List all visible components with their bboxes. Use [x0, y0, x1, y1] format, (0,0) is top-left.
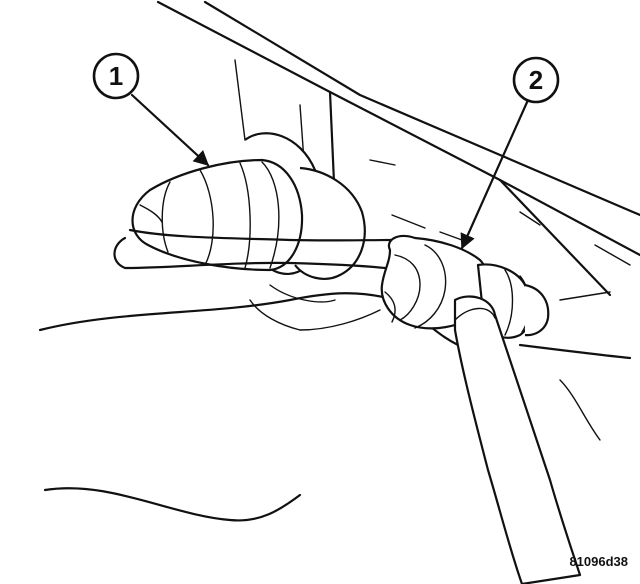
callout-1: 1 — [92, 52, 210, 167]
callout-1-circle — [92, 52, 140, 100]
callout-2: 2 — [460, 56, 560, 250]
callout-2-label: 2 — [529, 65, 543, 95]
wire-harness — [113, 228, 394, 270]
callout-1-label: 1 — [109, 61, 123, 91]
callout-2-circle — [512, 56, 560, 104]
figure-code: 81096d38 — [569, 554, 628, 569]
callout-1-leader — [130, 93, 210, 167]
callout-2-leader — [460, 98, 530, 250]
body-panel — [156, 0, 640, 301]
hose — [453, 295, 582, 584]
capsule-sensor — [131, 158, 304, 272]
